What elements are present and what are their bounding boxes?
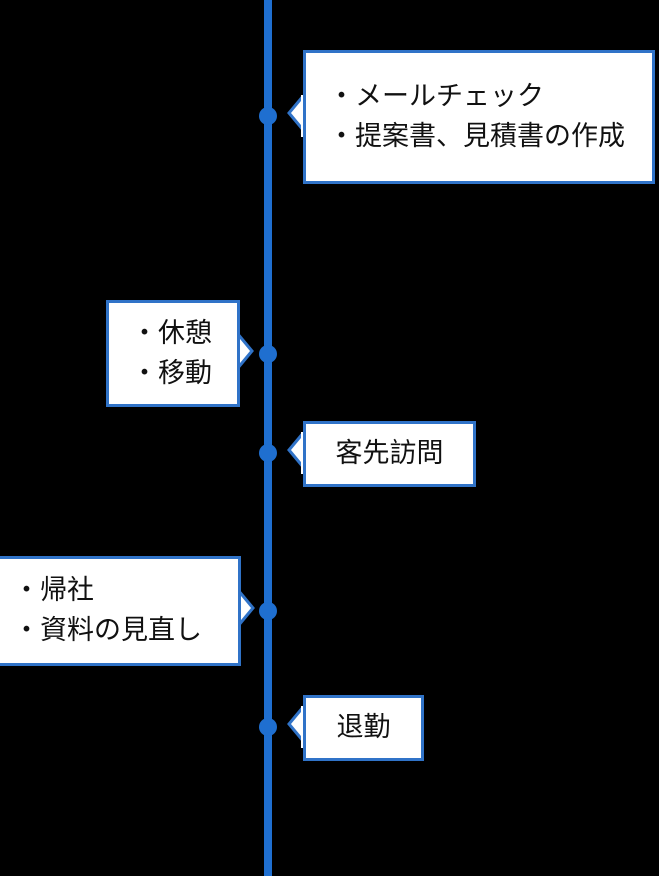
callout-box-3: 客先訪問 — [303, 421, 476, 487]
timeline-dot-1 — [259, 107, 277, 125]
timeline-dot-4 — [259, 602, 277, 620]
callout-line: ・メールチェック — [328, 81, 544, 112]
callout-box-2: ・休憩 ・移動 — [106, 300, 240, 407]
callout-line: ・移動 — [131, 357, 212, 389]
callout-line: 退勤 — [336, 712, 391, 743]
callout-line: ・帰社 — [13, 575, 94, 606]
callout-line: ・休憩 — [131, 317, 212, 349]
callout-line: ・資料の見直し — [13, 615, 202, 646]
callout-notch-left-5 — [286, 706, 304, 748]
callout-box-5: 退勤 — [303, 695, 424, 761]
timeline-axis — [264, 0, 272, 876]
timeline-dot-2 — [259, 345, 277, 363]
callout-notch-left-3 — [286, 432, 304, 474]
timeline-dot-5 — [259, 718, 277, 736]
callout-box-4: ・帰社 ・資料の見直し — [0, 556, 241, 666]
callout-notch-left-1 — [286, 95, 304, 137]
callout-box-1: ・メールチェック ・提案書、見積書の作成 — [303, 50, 655, 184]
callout-line: 客先訪問 — [335, 438, 444, 469]
callout-line: ・提案書、見積書の作成 — [328, 121, 625, 152]
timeline-dot-3 — [259, 444, 277, 462]
